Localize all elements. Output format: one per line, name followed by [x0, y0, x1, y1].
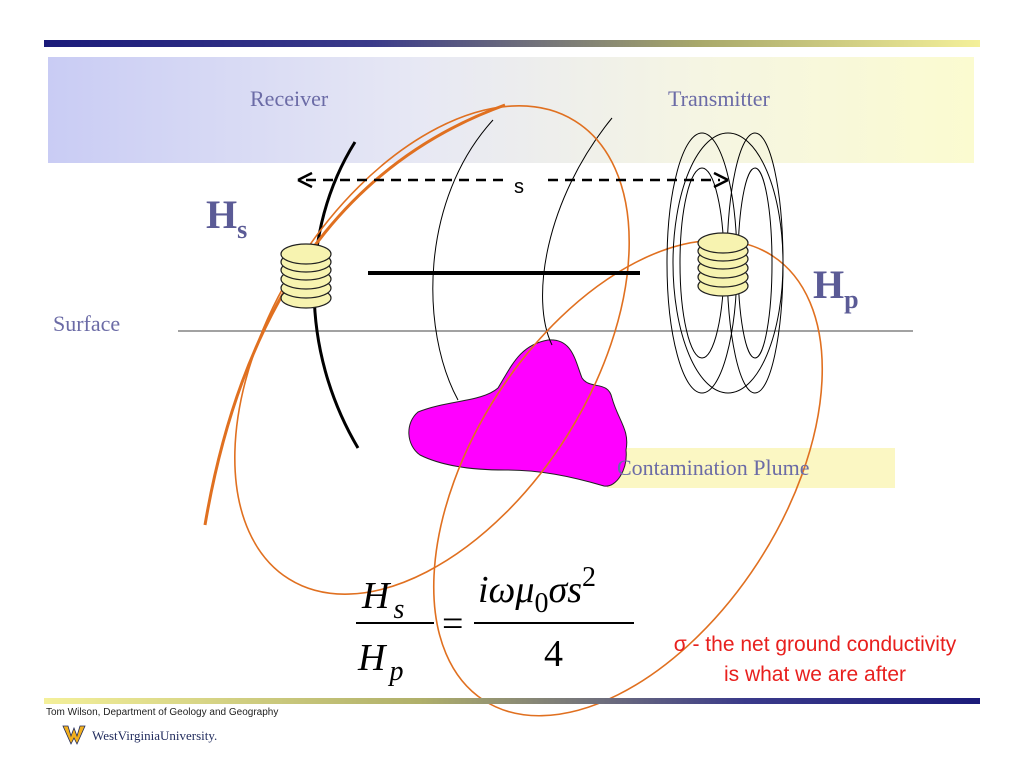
field-line-left	[432, 119, 494, 401]
induction-loop-outer	[203, 103, 506, 526]
header-band	[48, 57, 974, 163]
primary-field-label: Hp	[813, 262, 859, 314]
secondary-field-label: Hs	[206, 192, 248, 244]
receiver-coil	[280, 243, 332, 309]
transmitter-label: Transmitter	[668, 86, 770, 111]
formula-rhs-denominator: 4	[544, 633, 563, 675]
separation-arrowhead-left	[297, 171, 313, 189]
university-name: WestVirginiaUniversity.	[92, 728, 218, 743]
footer-credit: Tom Wilson, Department of Geology and Ge…	[46, 707, 279, 718]
bottom-rule	[44, 698, 980, 704]
transmitter-coil	[697, 232, 749, 297]
separation-label: s	[514, 176, 524, 198]
formula-rhs-fraction-bar	[474, 622, 634, 624]
contamination-plume	[408, 339, 628, 487]
plume-label: Contamination Plume	[617, 455, 810, 480]
formula-equals-sign: =	[442, 603, 464, 645]
field-line-middle	[542, 117, 613, 346]
conductivity-note-line2: is what we are after	[723, 663, 907, 686]
receiver-label: Receiver	[250, 86, 329, 111]
surface-label: Surface	[53, 311, 121, 336]
wvu-logo-icon	[62, 725, 86, 745]
formula-rhs-numerator: iωμ0σs2	[478, 562, 596, 619]
formula-lhs-fraction-bar	[356, 622, 434, 624]
plume-label-box	[607, 448, 895, 488]
conductivity-note-line1: σ - the net ground conductivity	[673, 633, 957, 656]
top-rule	[44, 40, 980, 47]
separation-arrowhead-right	[713, 171, 729, 189]
